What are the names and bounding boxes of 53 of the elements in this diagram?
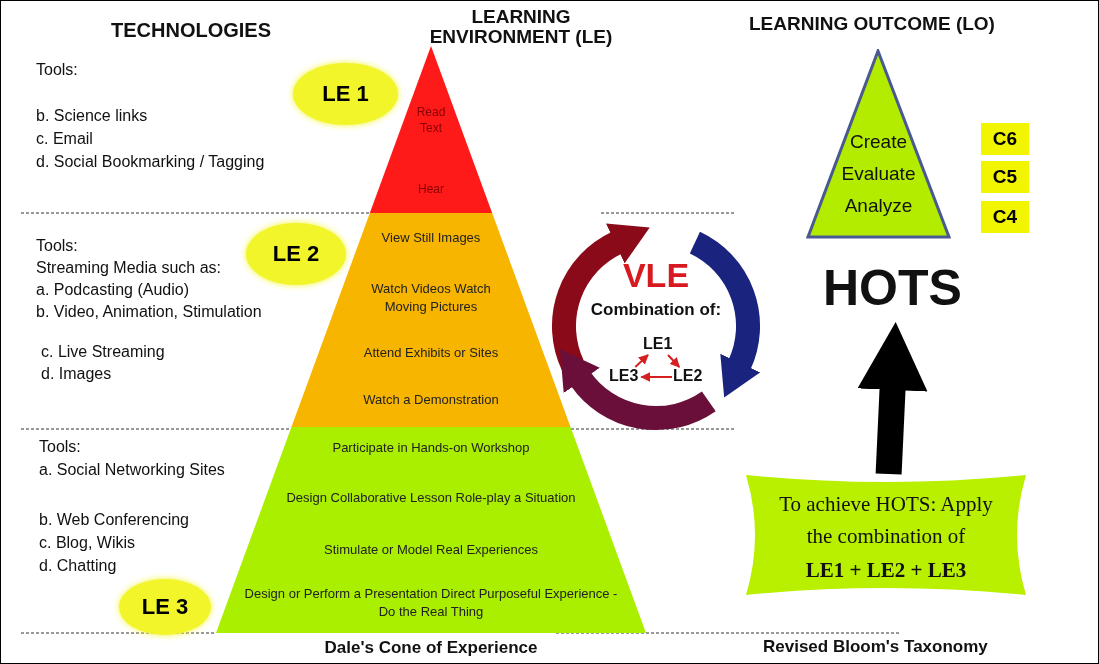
tool-list-item: d. Chatting: [39, 557, 117, 575]
banner-text: LE1 + LE2 + LE3: [804, 557, 968, 584]
cycle-title: VLE: [621, 258, 691, 292]
cone-level-band: Design or Perform a Presentation Direct Purposeful Experience - Do the Real Thing: [216, 573, 646, 633]
tool-list-item: Tools:: [39, 438, 81, 456]
column-heading: LEARNING OUTCOME (LO): [749, 13, 995, 35]
level-badge: LE 3: [119, 579, 211, 635]
diagram-caption: Dale's Cone of Experience: [323, 639, 539, 657]
banner-shape: [746, 475, 1026, 595]
environment-label: LE3: [609, 368, 639, 384]
cone-level-band: Watch Videos Watch Moving Pictures: [325, 263, 537, 333]
cone-level-band: Attend Exhibits or Sites: [311, 333, 551, 373]
arrow: [634, 354, 649, 368]
diagram-caption: Revised Bloom's Taxonomy: [763, 637, 988, 657]
tool-list-item: c. Blog, Wikis: [39, 534, 135, 552]
environment-label: LE1: [643, 336, 673, 352]
column-heading: TECHNOLOGIES: [111, 19, 271, 42]
hots-heading: HOTS: [823, 259, 962, 317]
arrow: [667, 354, 681, 368]
cone-level-band: Participate in Hands-on Workshop: [276, 427, 586, 469]
cone-level-band: Design Collaborative Lesson Role-play a Situation: [255, 469, 607, 526]
cone-level-band: Read Text: [387, 46, 475, 166]
outcome-level: Create: [849, 131, 908, 153]
environment-label: LE2: [673, 368, 703, 384]
tool-list-item: b. Science links: [36, 107, 148, 125]
tool-list-item: c. Email: [36, 130, 93, 148]
tool-list-item: Tools:: [36, 237, 78, 255]
cone-level-band: Watch a Demonstration: [291, 373, 571, 427]
block-arrow: [857, 322, 928, 475]
tool-list-item: d. Images: [41, 365, 112, 383]
outcome-triangle: [806, 49, 951, 239]
level-badge: LE 2: [246, 223, 346, 285]
tool-list-item: a. Social Networking Sites: [39, 461, 225, 479]
tool-list-item: Streaming Media such as:: [36, 259, 221, 277]
outcome-level: Analyze: [843, 195, 914, 217]
cone-level-band: Hear: [369, 166, 493, 213]
tool-list-item: c. Live Streaming: [41, 343, 165, 361]
cycle-subtitle: Combination of:: [589, 300, 723, 320]
cone-level-band: View Still Images: [351, 213, 511, 263]
cognitive-level-tag: C6: [981, 123, 1029, 155]
tool-list-item: a. Podcasting (Audio): [36, 281, 189, 299]
tool-list-item: d. Social Bookmarking / Tagging: [36, 153, 265, 171]
cognitive-level-tag: C4: [981, 201, 1029, 233]
tool-list-item: b. Web Conferencing: [39, 511, 189, 529]
cone-level-band: Stimulate or Model Real Experiences: [237, 526, 624, 573]
outcome-level: Evaluate: [840, 163, 917, 185]
cognitive-level-tag: C5: [981, 161, 1029, 193]
column-heading: LEARNING ENVIRONMENT (LE): [428, 7, 614, 47]
arrow: [640, 372, 673, 382]
level-badge: LE 1: [293, 63, 398, 125]
banner-text: To achieve HOTS: Apply the combination of: [778, 491, 994, 550]
tool-list-item: Tools:: [36, 61, 78, 79]
tool-list-item: b. Video, Animation, Stimulation: [36, 303, 262, 321]
